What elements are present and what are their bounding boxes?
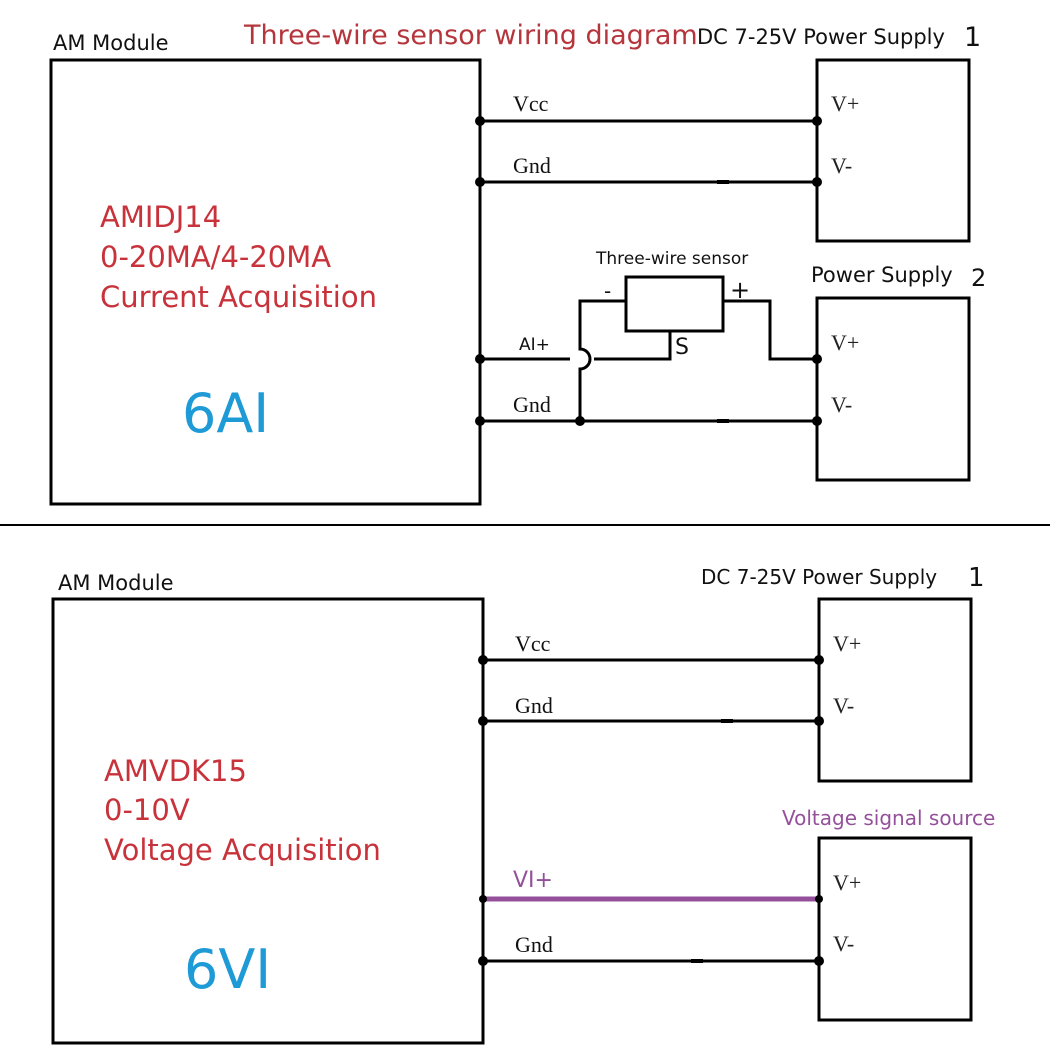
module-range: 0-20MA/4-20MA [100, 240, 331, 274]
supply1-box [815, 58, 971, 243]
module-model: AMIDJ14 [100, 200, 221, 234]
supply2-vminus-label: V- [831, 392, 852, 417]
gnd2-module-node [475, 416, 485, 426]
vcc-label: Vcc [515, 631, 551, 656]
sensor-title: Three-wire sensor [595, 249, 748, 269]
module-function: Voltage Acquisition [104, 833, 381, 867]
vcc-module-node [478, 655, 488, 665]
supply2-vplus-label: V+ [831, 330, 859, 355]
sensor-signal-label: S [675, 335, 689, 360]
source-vplus-label: V+ [833, 870, 861, 895]
gnd1-module-node [475, 177, 485, 187]
module-header: AM Module [58, 571, 174, 595]
vcc-supply-node [814, 655, 824, 665]
vi-plus-module-node [479, 895, 487, 903]
module-box [51, 597, 485, 1045]
vcc-module-node [475, 116, 485, 126]
vi-plus-label: VI+ [513, 868, 553, 893]
module-header: AM Module [53, 31, 169, 55]
source-header: Voltage signal source [782, 806, 995, 830]
bottom-diagram: AM Module AMVDK15 0-10V Voltage Acquisit… [51, 563, 995, 1045]
supply1-box [817, 597, 973, 783]
vcc-supply-node [812, 116, 822, 126]
gnd2-wire-mark [691, 959, 703, 963]
module-model: AMVDK15 [104, 754, 247, 788]
module-box [49, 58, 482, 506]
gnd1-supply-node [812, 177, 822, 187]
gnd2-sensor-node [575, 416, 585, 426]
sensor-box [624, 275, 725, 333]
gnd2-module-node [478, 956, 488, 966]
gnd1-label: Gnd [515, 693, 553, 718]
supply1-number: 1 [968, 563, 985, 593]
sensor-plus-wire [723, 299, 817, 361]
sensor-minus-label: - [604, 279, 611, 303]
sensor-minus-wire [578, 299, 626, 421]
ai-plus-label: AI+ [519, 335, 550, 355]
vi-plus-source-node [815, 895, 823, 903]
sensor-signal-wire [594, 331, 672, 361]
supply1-header: DC 7-25V Power Supply [697, 25, 945, 49]
supply1-vplus-label: V+ [831, 91, 859, 116]
gnd1-module-node [478, 716, 488, 726]
supply1-header: DC 7-25V Power Supply [701, 565, 937, 589]
module-range: 0-10V [104, 793, 190, 827]
supply1-number: 1 [964, 22, 981, 53]
gnd1-label: Gnd [513, 153, 551, 178]
source-box [817, 836, 973, 1022]
vcc-label: Vcc [513, 91, 549, 116]
gnd1-supply-node [814, 716, 824, 726]
top-diagram: Three-wire sensor wiring diagram AM Modu… [49, 20, 986, 506]
diagram-title: Three-wire sensor wiring diagram [243, 20, 698, 51]
module-function: Current Acquisition [100, 280, 377, 314]
supply2-vplus-node [812, 354, 822, 364]
supply1-vplus-label: V+ [833, 631, 861, 656]
supply1-vminus-label: V- [831, 153, 852, 178]
supply2-header: Power Supply [811, 263, 953, 287]
gnd2-wire-mark [717, 419, 729, 423]
module-channels: 6VI [184, 938, 271, 1001]
supply1-vminus-label: V- [833, 693, 854, 718]
module-channels: 6AI [182, 382, 269, 445]
gnd2-label: Gnd [513, 392, 551, 417]
sensor-plus-label: + [730, 276, 750, 304]
supply2-box [815, 296, 971, 482]
supply2-vminus-node [812, 416, 822, 426]
supply2-number: 2 [971, 264, 986, 292]
gnd1-wire-mark [721, 719, 733, 723]
source-vminus-label: V- [833, 931, 854, 956]
gnd2-label: Gnd [515, 932, 553, 957]
gnd1-wire-mark [717, 180, 729, 184]
gnd2-source-node [814, 956, 824, 966]
ai-plus-module-node [475, 354, 485, 364]
